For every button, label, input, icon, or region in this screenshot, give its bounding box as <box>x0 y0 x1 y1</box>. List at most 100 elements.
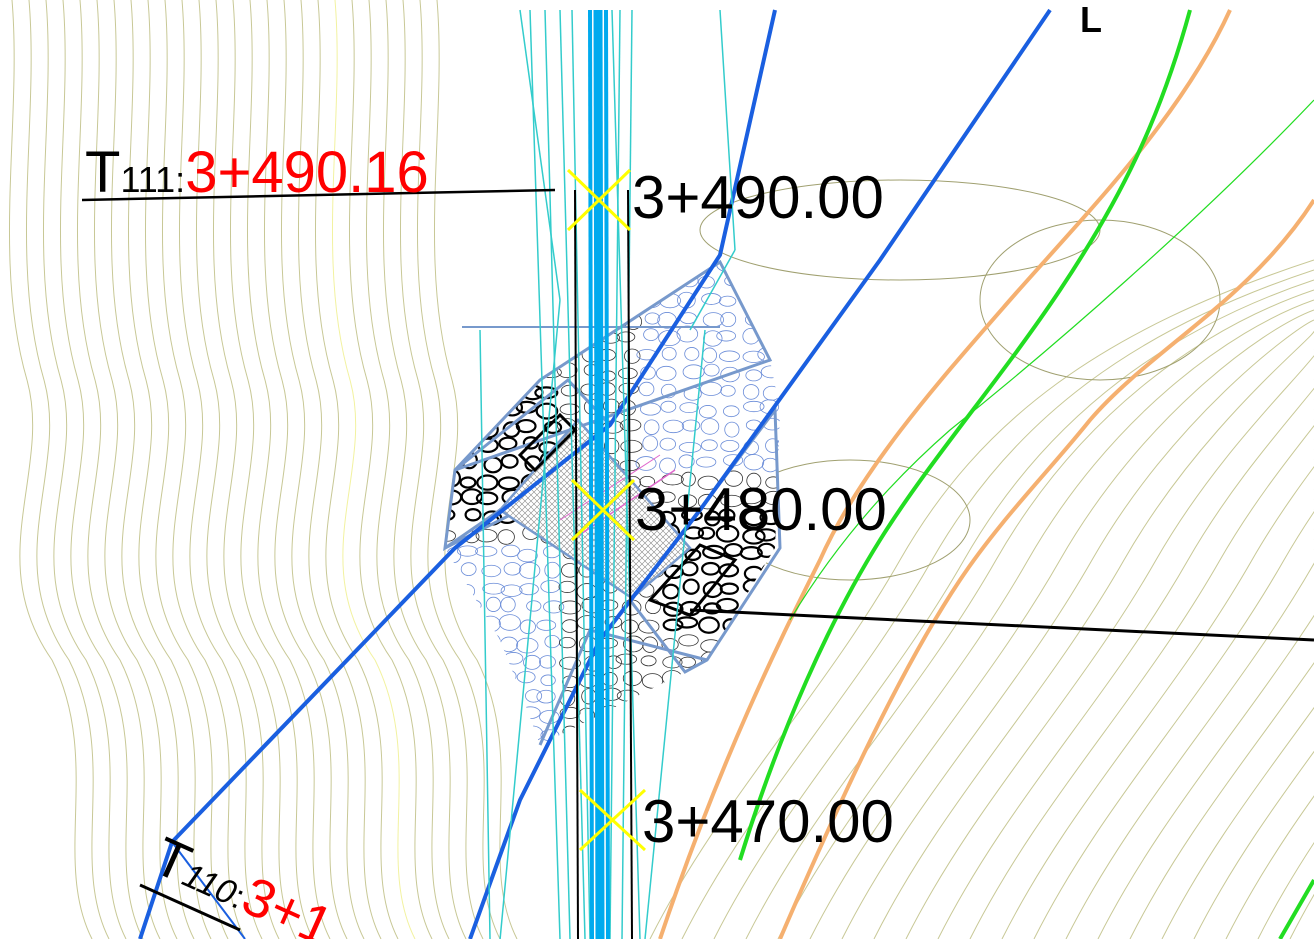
channel-line <box>611 9 641 939</box>
riprap-stone <box>703 363 720 377</box>
channel-line <box>499 299 561 939</box>
station-label-3470: 3+470.00 <box>642 788 894 855</box>
riprap-stone <box>484 405 503 419</box>
riprap-stone <box>645 598 661 615</box>
riprap-stone <box>658 491 676 503</box>
riprap-stone <box>661 346 677 361</box>
riprap-stone <box>482 262 500 273</box>
riprap-stone <box>742 350 765 363</box>
riprap-stone <box>643 419 660 435</box>
contour-line <box>178 0 263 939</box>
riprap-stone <box>782 406 797 417</box>
riprap-stone <box>716 330 737 342</box>
riprap-stone <box>678 634 699 647</box>
contour-line <box>127 0 212 939</box>
riprap-stone <box>619 418 642 432</box>
riprap-stone <box>639 475 656 488</box>
riprap-stone <box>445 566 459 579</box>
riprap-stone <box>502 704 519 720</box>
riprap-stone <box>458 297 475 309</box>
station-label-3490: 3+490.00 <box>632 164 884 231</box>
channel-line-thick <box>588 9 594 939</box>
station-label-3480: 3+480.00 <box>635 476 887 543</box>
riprap-stone <box>759 509 780 526</box>
contour-line <box>8 0 93 939</box>
riprap-stone <box>679 656 696 668</box>
contour-line <box>873 329 1314 939</box>
riprap-stone <box>643 328 659 341</box>
contour-line <box>246 0 331 939</box>
riprap-stone <box>760 327 780 343</box>
riprap-stone <box>445 262 458 272</box>
riprap-stone <box>539 655 556 669</box>
riprap-stone <box>497 476 520 491</box>
contour-line <box>399 0 484 939</box>
riprap-stone <box>758 692 780 704</box>
riprap-stone <box>658 262 678 274</box>
channel-line <box>529 9 561 939</box>
riprap-stone <box>698 405 717 419</box>
contour-line <box>93 0 178 939</box>
riprap-stone <box>456 545 478 557</box>
riprap-stone <box>680 262 702 272</box>
riprap-stone <box>559 637 576 649</box>
riprap-stone <box>445 367 458 382</box>
riprap-stone <box>540 674 556 687</box>
tower-111-prefix: T <box>85 140 120 205</box>
riprap-stone <box>739 490 763 505</box>
riprap-stone <box>517 548 538 563</box>
contour-line <box>841 319 1314 939</box>
riprap-stone <box>678 442 702 453</box>
riprap-stone <box>723 673 742 688</box>
contour-line <box>1129 409 1314 939</box>
riprap-stone <box>445 652 461 665</box>
riprap-stone <box>746 472 762 489</box>
riprap-stone <box>504 329 522 343</box>
riprap-stone <box>620 439 643 453</box>
channel-line <box>644 329 706 939</box>
riprap-stone <box>459 476 477 489</box>
riprap-stone <box>762 274 778 291</box>
riprap-stone <box>722 405 740 418</box>
riprap-stone <box>462 351 478 365</box>
contour-line <box>777 299 1314 939</box>
contour-line <box>649 259 1314 939</box>
riprap-stone <box>759 294 776 310</box>
channel-line <box>719 9 736 251</box>
riprap-stone <box>778 542 780 561</box>
riprap-stone <box>465 313 481 326</box>
riprap-stone <box>678 454 695 469</box>
right-alignments <box>658 9 1314 939</box>
riprap-stone <box>781 673 796 684</box>
riprap-stone <box>481 564 502 578</box>
channel-line <box>689 249 736 331</box>
riprap-stone <box>497 529 515 545</box>
riprap-stone <box>762 312 779 326</box>
riprap-stone <box>482 582 506 595</box>
riprap-stone <box>724 421 740 438</box>
riprap-stone <box>678 730 701 742</box>
contour-line <box>25 0 110 939</box>
riprap-stone <box>543 600 565 614</box>
riprap-stone <box>641 262 657 273</box>
riprap-stone <box>523 654 541 670</box>
riprap-stone <box>464 615 481 632</box>
section-lines <box>81 188 1314 932</box>
contour-line <box>212 0 297 939</box>
riprap-stone <box>680 471 696 487</box>
riprap-stone <box>760 639 777 652</box>
riprap-stone <box>684 347 700 361</box>
contour-line <box>1001 369 1314 939</box>
riprap-stone <box>682 578 700 595</box>
riprap-stone <box>559 656 581 670</box>
riprap-stone <box>519 583 539 596</box>
riprap-stone <box>741 650 762 667</box>
riprap-stone <box>479 364 499 377</box>
riprap-stone <box>615 653 638 665</box>
channel-line <box>559 9 586 939</box>
riprap-stone <box>480 310 499 325</box>
riprap-stone <box>500 584 523 597</box>
riprap-stone <box>522 292 539 309</box>
riprap-stone <box>741 274 761 287</box>
